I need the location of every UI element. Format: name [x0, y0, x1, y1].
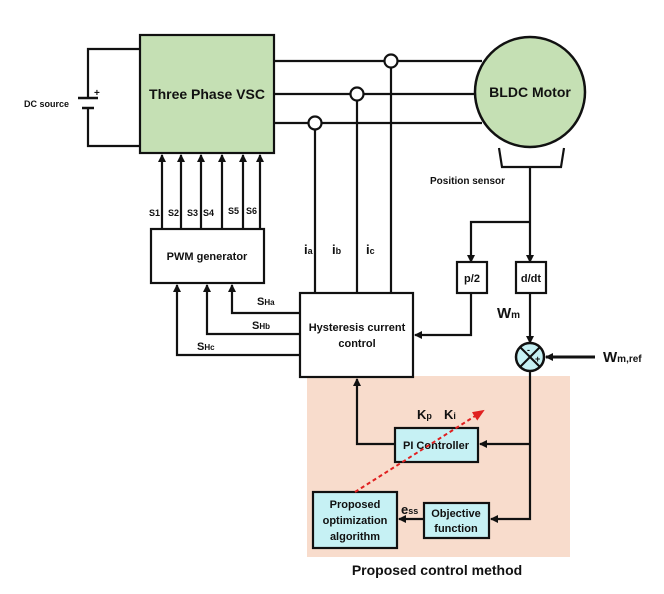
- current-sensor-a: [307, 115, 323, 131]
- objective-function-block: [422, 501, 491, 540]
- p2-label: p/2: [464, 273, 480, 285]
- plus-sign: +: [94, 88, 100, 99]
- wm-ref-label: Wm,ref: [603, 349, 642, 366]
- svg-text:S5: S5: [228, 206, 239, 216]
- switch-signal-arrows: [158, 154, 264, 229]
- pwm-generator-block: [149, 227, 266, 285]
- pwm-label: PWM generator: [167, 251, 248, 263]
- hysteresis-label-1: Hysteresis current: [309, 322, 406, 334]
- svg-text:S6: S6: [246, 206, 257, 216]
- objective-label-2: function: [434, 523, 478, 535]
- vsc-label: Three Phase VSC: [149, 86, 265, 102]
- shc-label: SHc: [197, 341, 215, 353]
- svg-text:-: -: [527, 345, 530, 355]
- pi-label: PI Controller: [403, 440, 470, 452]
- svg-text:S4: S4: [203, 208, 214, 218]
- position-sensor: [497, 147, 566, 169]
- current-sensor-b: [349, 86, 365, 102]
- current-labels: ia ib ic: [304, 242, 375, 257]
- shb-label: SHb: [252, 320, 270, 332]
- svg-text:S3: S3: [187, 208, 198, 218]
- svg-text:+: +: [535, 354, 540, 364]
- summing-junction: - +: [514, 341, 546, 373]
- current-sensor-c: [383, 53, 399, 69]
- three-phase-vsc-block: [138, 33, 276, 155]
- ddt-label: d/dt: [521, 273, 541, 285]
- optimization-algorithm-block: [311, 490, 399, 550]
- dc-source: + DC source: [24, 47, 140, 148]
- current-label-b: ib: [332, 242, 342, 257]
- current-label-c: ic: [366, 242, 375, 257]
- position-sensor-label: Position sensor: [430, 176, 505, 187]
- optim-label-1: Proposed: [330, 499, 381, 511]
- motor-label: BLDC Motor: [489, 84, 571, 100]
- phase-lines: [274, 53, 482, 293]
- optim-label-2: optimization: [323, 515, 388, 527]
- bldc-motor: [473, 35, 587, 149]
- tuning-dashed-arrow: [354, 409, 485, 493]
- wm-label: Wm: [497, 305, 520, 322]
- kp-label: Kp: [417, 407, 432, 422]
- svg-text:S2: S2: [168, 208, 179, 218]
- objective-label-1: Objective: [431, 508, 481, 520]
- ki-label: Ki: [444, 407, 456, 422]
- pi-controller-block: [393, 426, 480, 464]
- hysteresis-current-control-block: [298, 291, 415, 379]
- caption: Proposed control method: [352, 562, 522, 578]
- hysteresis-label-2: control: [338, 338, 375, 350]
- current-label-a: ia: [304, 242, 314, 257]
- sha-label: SHa: [257, 296, 275, 308]
- dc-source-label: DC source: [24, 99, 69, 109]
- svg-text:S1: S1: [149, 208, 160, 218]
- optim-label-3: algorithm: [330, 531, 380, 543]
- switch-signal-labels: S1 S2 S3 S4 S5 S6: [149, 206, 257, 218]
- ess-label: ess: [401, 502, 418, 517]
